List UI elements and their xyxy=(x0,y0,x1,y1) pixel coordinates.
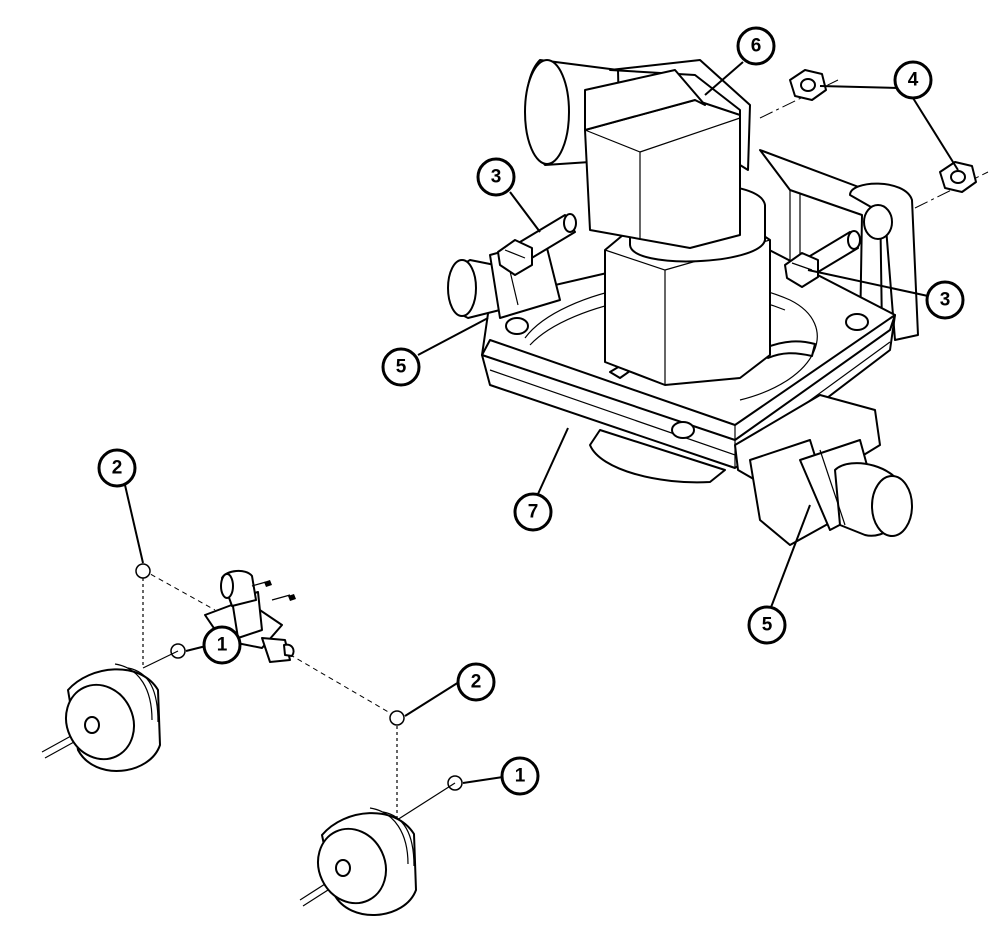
callout-5-left: 5 xyxy=(381,347,421,387)
callout-1-lower: 1 xyxy=(500,756,540,796)
svg-text:3: 3 xyxy=(491,167,502,188)
callout-4: 4 xyxy=(893,60,933,100)
svg-text:5: 5 xyxy=(396,357,407,378)
svg-text:2: 2 xyxy=(112,458,123,479)
stud-left xyxy=(497,213,577,276)
stud-right xyxy=(784,230,861,288)
svg-text:1: 1 xyxy=(515,766,526,787)
right-fitting xyxy=(734,394,913,546)
mounting-bracket xyxy=(759,149,919,341)
svg-text:6: 6 xyxy=(751,36,762,57)
svg-text:4: 4 xyxy=(908,70,919,91)
nut-lower xyxy=(914,161,989,209)
callout-7: 7 xyxy=(513,492,553,532)
svg-text:7: 7 xyxy=(528,502,539,523)
actuator-upper xyxy=(41,663,161,772)
svg-text:2: 2 xyxy=(471,672,482,693)
callout-5-right: 5 xyxy=(747,605,787,645)
callout-6: 6 xyxy=(736,26,776,66)
marker-2-lower xyxy=(389,710,405,726)
callout-3-right: 3 xyxy=(925,280,965,320)
svg-text:3: 3 xyxy=(940,290,951,311)
marker-2-upper xyxy=(135,563,151,579)
callout-2-upper: 2 xyxy=(97,448,137,488)
actuator-lower xyxy=(299,807,417,916)
left-fitting xyxy=(447,239,561,319)
callout-1-upper: 1 xyxy=(202,625,242,665)
callout-3-left: 3 xyxy=(476,157,516,197)
svg-text:1: 1 xyxy=(217,635,228,656)
leader-lines xyxy=(417,61,959,611)
locator-view xyxy=(41,484,504,916)
nut-upper xyxy=(759,69,839,119)
svg-text:5: 5 xyxy=(762,615,773,636)
valve-assembly xyxy=(447,59,989,546)
callout-2-lower: 2 xyxy=(456,662,496,702)
